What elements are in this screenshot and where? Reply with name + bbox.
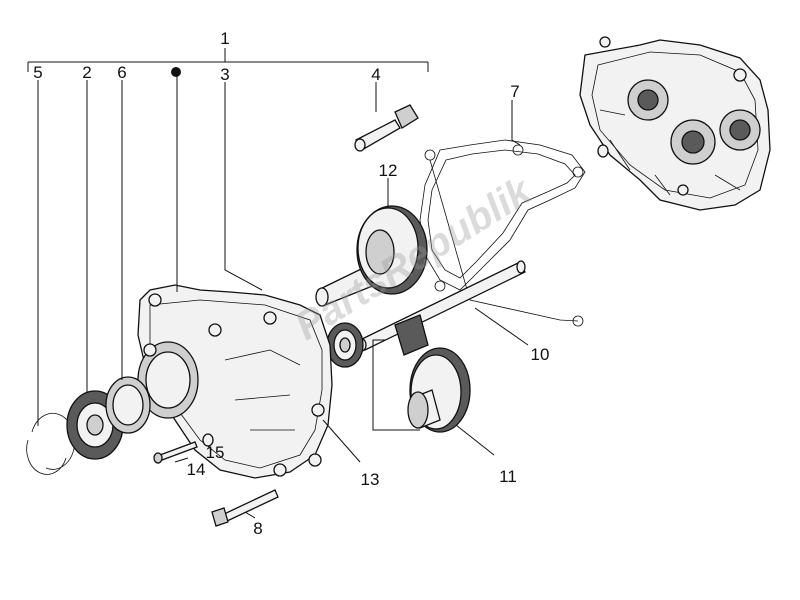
gear-shaft-12 — [315, 205, 428, 307]
callout-7: 7 — [510, 82, 519, 101]
callout-2: 2 — [82, 63, 91, 82]
oil-drain-plug — [354, 104, 419, 152]
callout-6: 6 — [117, 63, 126, 82]
callout-11: 11 — [499, 467, 517, 486]
transmission-housing — [579, 36, 771, 211]
callout-15: 15 — [206, 443, 225, 462]
callout-dot — [171, 67, 181, 77]
oil-seal — [105, 376, 151, 434]
gear-11 — [407, 347, 471, 433]
callout-1: 1 — [220, 29, 229, 48]
bolt — [211, 489, 279, 527]
dowel-pin — [597, 144, 609, 158]
callout-14: 14 — [187, 460, 206, 479]
callout-3: 3 — [220, 65, 229, 84]
callout-5: 5 — [33, 63, 42, 82]
callout-12: 12 — [379, 161, 398, 180]
assembly-bracket — [27, 48, 429, 72]
bearing-13 — [326, 322, 364, 368]
callout-4: 4 — [371, 65, 380, 84]
transmission-cover — [137, 284, 333, 479]
callout-10: 10 — [531, 345, 550, 364]
callout-13: 13 — [361, 470, 380, 489]
output-shaft-10 — [357, 260, 526, 356]
leader-lines — [37, 75, 529, 519]
screw-washer — [153, 433, 214, 464]
callout-8: 8 — [253, 519, 262, 538]
